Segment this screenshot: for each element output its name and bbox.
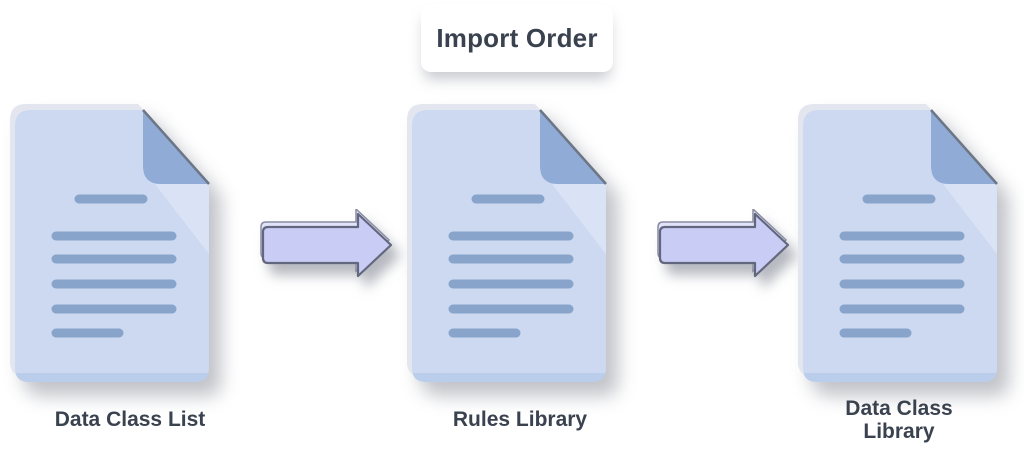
arrow-right-icon [260,209,393,278]
arrow-right-icon [657,209,790,278]
diagram-title-box: Import Order [421,4,613,72]
node-label-rules-library: Rules Library [452,408,588,431]
document-icon [798,104,998,382]
document-icon [407,104,607,382]
node-label-data-class-library: Data Class Library [845,397,953,443]
diagram-title: Import Order [436,22,598,53]
document-icon [10,104,210,382]
node-label-data-class-list: Data Class List [54,408,206,431]
